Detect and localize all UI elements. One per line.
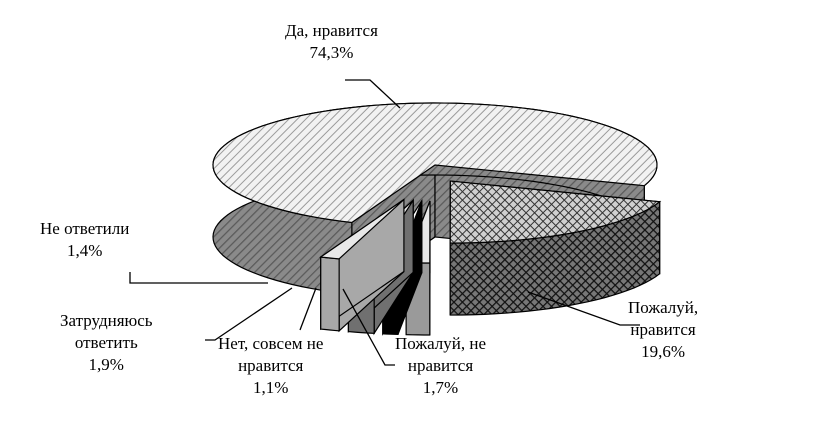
- leader-net: [299, 287, 317, 331]
- label-text-2: ответить: [74, 333, 138, 352]
- label-text: Да, нравится: [285, 21, 378, 40]
- label-text: Затрудняюсь: [60, 311, 153, 330]
- label-text-2: нравится: [238, 356, 304, 375]
- slice-top: [212, 102, 658, 224]
- leader-zatr: [205, 287, 293, 341]
- leader-neotv: [129, 272, 268, 284]
- label-text: Нет, совсем не: [218, 334, 324, 353]
- label-text-2: нравится: [630, 320, 696, 339]
- label-neotv: Не ответили 1,4%: [40, 218, 129, 262]
- pie-slice-5: [319, 198, 405, 333]
- label-value: 19,6%: [641, 342, 686, 361]
- label-zatr: Затрудняюсь ответить 1,9%: [60, 310, 153, 376]
- label-value: 1,4%: [66, 241, 103, 260]
- label-text: Пожалуй,: [628, 298, 699, 317]
- leader-pozh-ne: [342, 288, 395, 366]
- label-text: Пожалуй, не: [395, 334, 487, 353]
- slice-outer-wall: [320, 256, 340, 332]
- pie-slice-1: [449, 180, 662, 316]
- label-net: Нет, совсем не нравится 1,1%: [218, 333, 323, 399]
- label-value: 1,7%: [422, 378, 459, 397]
- slice-top: [319, 199, 405, 260]
- label-pozh: Пожалуй, нравится 19,6%: [628, 297, 698, 363]
- label-da: Да, нравится 74,3%: [285, 20, 378, 64]
- leader-da: [345, 79, 401, 109]
- label-text: Не ответили: [40, 219, 130, 238]
- label-value: 1,9%: [88, 355, 124, 374]
- leader-pozh: [527, 291, 640, 326]
- slice-top: [449, 180, 662, 244]
- label-pozh-ne: Пожалуй, не нравится 1,7%: [395, 333, 486, 399]
- label-value: 1,1%: [252, 378, 289, 397]
- label-text-2: нравится: [407, 356, 474, 375]
- leader-lines: [129, 79, 640, 366]
- label-value: 74,3%: [309, 43, 354, 62]
